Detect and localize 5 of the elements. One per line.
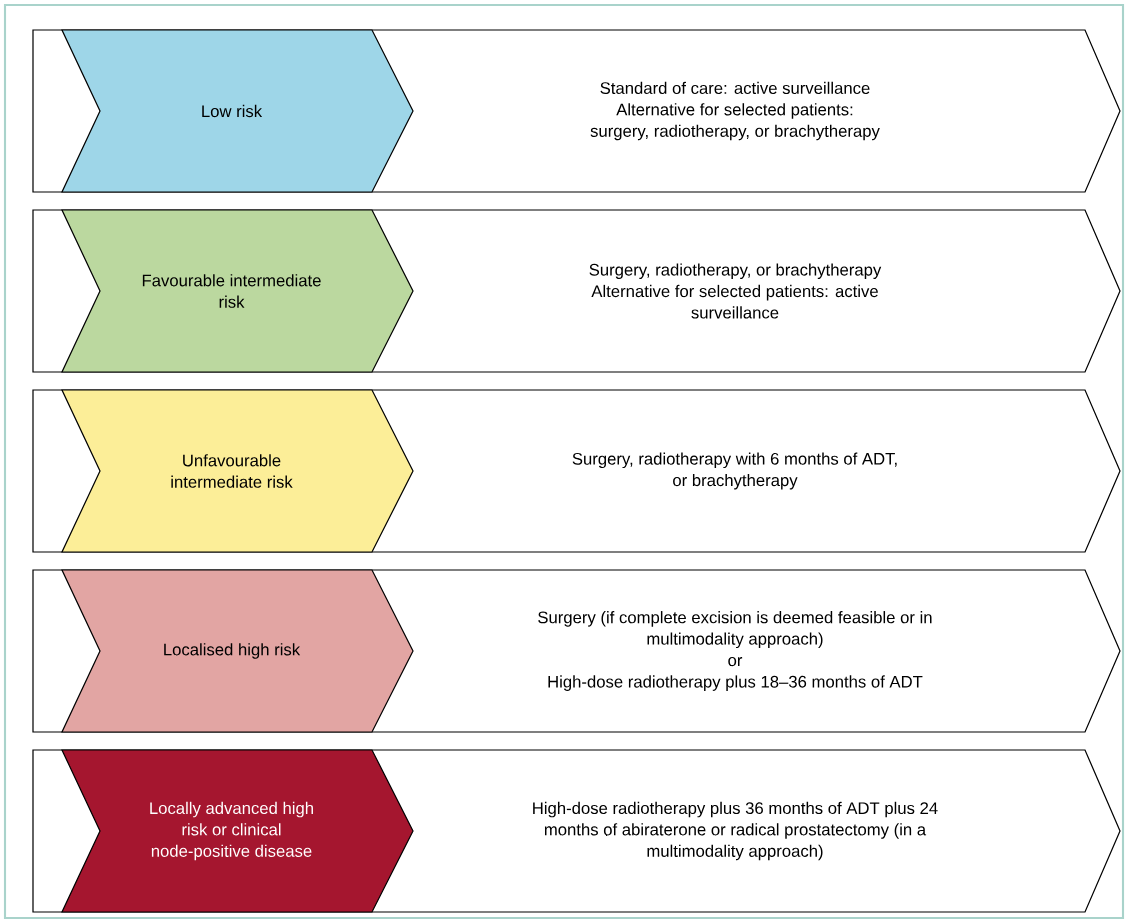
risk-category-label: Low risk (61, 29, 414, 193)
risk-category-label: Localised high risk (61, 569, 414, 733)
risk-category-label: Locally advanced high risk or clinical node-positive disease (61, 749, 414, 913)
risk-category-label: Unfavourable intermediate risk (61, 389, 414, 553)
risk-category-label: Favourable intermediate risk (61, 209, 414, 373)
